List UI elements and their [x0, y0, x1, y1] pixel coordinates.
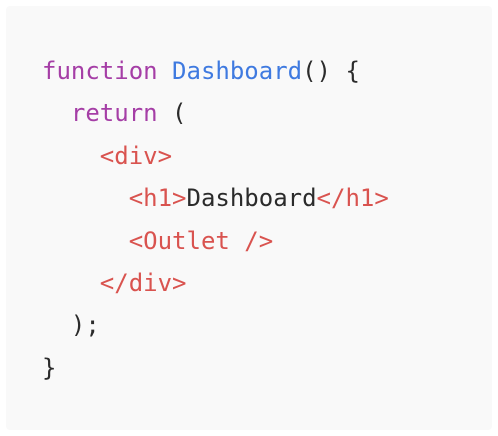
return-close: ); — [70, 311, 100, 340]
jsx-h1-open-tag: <h1> — [128, 184, 187, 213]
code-line-3: <div> — [42, 142, 172, 170]
return-paren: ( — [157, 99, 187, 128]
indent — [42, 184, 129, 212]
code-line-5: <Outlet /> — [42, 226, 274, 255]
jsx-outlet-tag: <Outlet /> — [128, 226, 274, 255]
keyword-function: function — [42, 57, 158, 85]
code-block: function Dashboard() { return ( <div> <h… — [6, 6, 492, 430]
jsx-div-open-tag: <div> — [99, 141, 173, 170]
function-signature-punctuation: () { — [302, 57, 360, 85]
keyword-return: return — [70, 99, 158, 128]
indent — [42, 227, 129, 255]
code-line-7: ); — [42, 311, 100, 339]
code-line-1: function Dashboard() { — [42, 57, 360, 85]
indent — [42, 142, 100, 170]
function-close-brace: } — [42, 353, 57, 382]
code-content: function Dashboard() { return ( <div> <h… — [42, 50, 492, 389]
function-name: Dashboard — [172, 57, 303, 85]
jsx-h1-close-tag: </h1> — [316, 184, 389, 213]
indent — [42, 311, 71, 339]
indent — [42, 269, 100, 297]
code-line-6: </div> — [42, 269, 187, 297]
code-line-4: <h1>Dashboard</h1> — [42, 184, 389, 212]
jsx-h1-text: Dashboard — [186, 184, 317, 213]
jsx-div-close-tag: </div> — [99, 269, 187, 298]
code-line-2: return ( — [42, 99, 187, 127]
code-line-8: } — [42, 354, 56, 382]
indent — [42, 99, 71, 127]
